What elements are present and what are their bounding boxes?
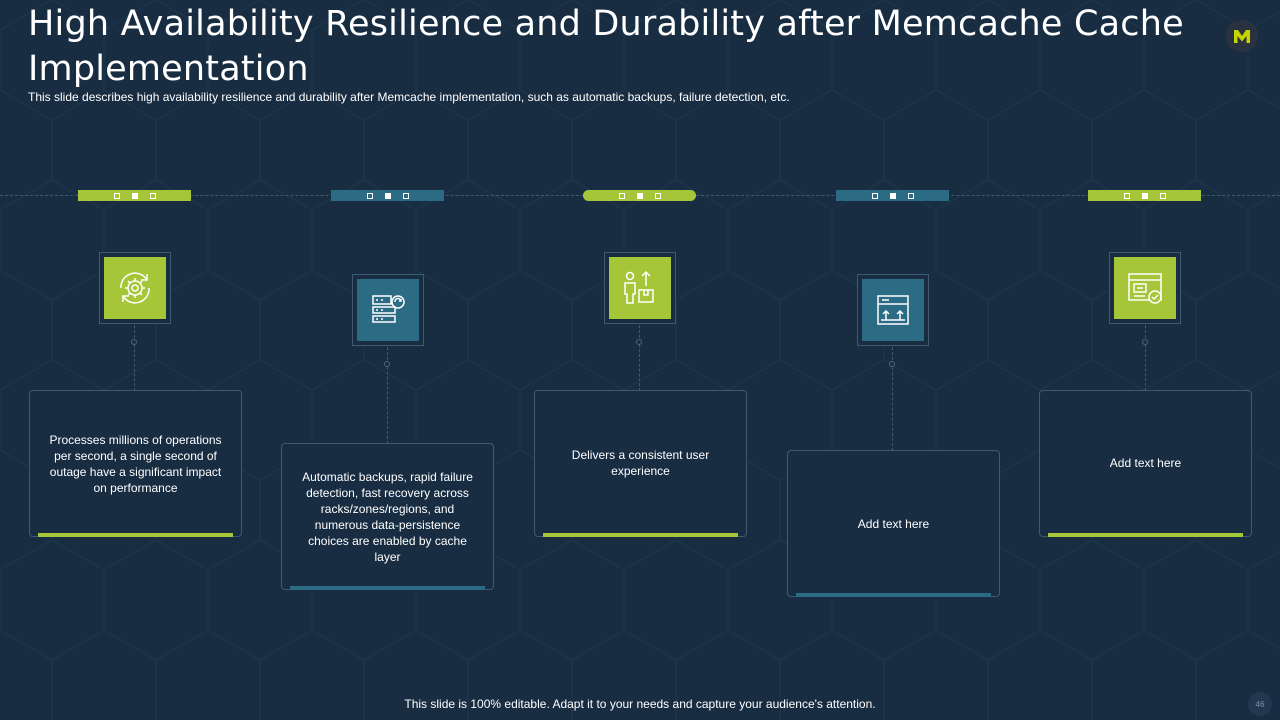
step-2-text: Automatic backups, rapid failure detecti… — [302, 469, 473, 564]
step-3-card: Delivers a consistent user experience — [534, 390, 747, 537]
step-1-card: Processes millions of operations per sec… — [29, 390, 242, 537]
step-5-card: Add text here — [1039, 390, 1252, 537]
brand-logo — [1226, 20, 1258, 52]
box-upload-icon — [877, 295, 909, 325]
step-5-marker — [1088, 190, 1201, 201]
step-3-dot — [636, 339, 642, 345]
server-backup-icon — [372, 295, 405, 323]
step-4-card-accent — [796, 593, 991, 597]
step-4-text: Add text here — [857, 516, 930, 531]
step-5-connector — [1145, 325, 1146, 391]
browser-check-icon — [1128, 273, 1162, 304]
step-1-card-accent — [38, 533, 233, 537]
step-5-icon-frame — [1109, 252, 1181, 324]
user-delivery-icon — [624, 270, 654, 304]
step-4-card: Add text here — [787, 450, 1000, 597]
slide-subtitle: This slide describes high availability r… — [28, 90, 790, 104]
step-4-dot — [889, 361, 895, 367]
step-1-connector — [134, 325, 135, 391]
step-2-icon-frame — [352, 274, 424, 346]
step-2-card-accent — [290, 586, 485, 590]
step-2-card: Automatic backups, rapid failure detecti… — [281, 443, 494, 590]
step-4-icon-frame — [857, 274, 929, 346]
page-number: 46 — [1248, 692, 1272, 716]
step-1-dot — [131, 339, 137, 345]
step-3-connector — [639, 325, 640, 391]
step-1-icon-frame — [99, 252, 171, 324]
step-3-text: Delivers a consistent user experience — [571, 448, 710, 478]
step-1-marker — [78, 190, 191, 201]
step-4-marker — [836, 190, 949, 201]
step-5-text: Add text here — [1109, 456, 1182, 470]
m-logo-icon — [1234, 30, 1250, 43]
gear-refresh-icon — [120, 272, 150, 304]
step-3-card-accent — [543, 533, 738, 537]
step-1-text: Processes millions of operations per sec… — [49, 432, 222, 495]
footer-note: This slide is 100% editable. Adapt it to… — [404, 697, 876, 711]
slide-title: High Availability Resilience and Durabil… — [28, 4, 1184, 89]
step-2-marker — [331, 190, 444, 201]
step-4-connector — [892, 347, 893, 451]
step-5-dot — [1142, 339, 1148, 345]
step-2-dot — [384, 361, 390, 367]
step-2-connector — [387, 347, 388, 444]
step-3-marker — [583, 190, 696, 201]
step-5-card-accent — [1048, 533, 1243, 537]
step-3-icon-frame — [604, 252, 676, 324]
